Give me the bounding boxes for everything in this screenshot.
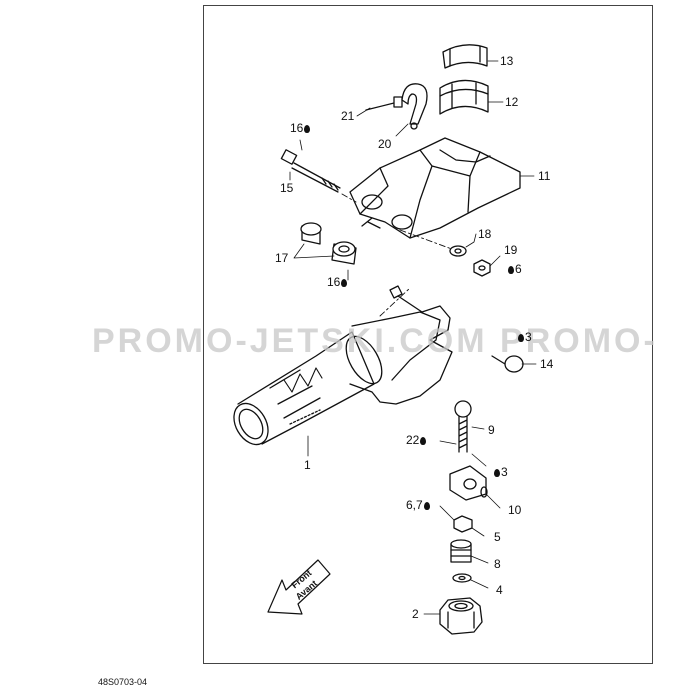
callout-17: 17	[275, 251, 289, 265]
part-11-bracket	[349, 137, 521, 239]
callout-11: 11	[538, 169, 551, 183]
callout-4: 4	[496, 583, 503, 597]
part-10-clevis	[449, 465, 488, 501]
oil-drop-icon	[508, 266, 514, 274]
callout-16-top: 16	[290, 122, 311, 134]
callout-22: 22	[406, 434, 427, 446]
callout-13: 13	[500, 54, 514, 68]
leader-lines	[289, 60, 537, 615]
document-code: 48S0703-04	[98, 677, 148, 687]
callout-3-bottom: 3	[494, 466, 508, 478]
part-20-clamp	[401, 83, 428, 130]
part-9-screw	[454, 400, 472, 453]
callout-6-top: 6	[508, 263, 522, 275]
callout-5: 5	[494, 530, 501, 544]
callout-19: 19	[504, 243, 518, 257]
part-17-bushings	[300, 222, 357, 265]
part-1-shaft-assembly	[233, 285, 453, 446]
callout-20: 20	[378, 137, 392, 151]
callout-21: 21	[341, 109, 355, 123]
part-2-knob	[439, 597, 483, 635]
part-18-washer	[449, 245, 467, 257]
part-13-bushing-half	[442, 44, 488, 69]
diagram-frame	[203, 5, 653, 664]
callout-15: 15	[280, 181, 294, 195]
oil-drop-icon	[341, 279, 348, 287]
oil-drop-icon	[420, 437, 427, 445]
part-8-sleeve	[450, 539, 472, 563]
part-12-bushing	[439, 79, 489, 115]
callout-2: 2	[412, 607, 419, 621]
part-15-bolt	[280, 149, 341, 193]
oil-drop-icon	[494, 469, 500, 477]
callout-8: 8	[494, 557, 501, 571]
callout-14: 14	[540, 357, 554, 371]
part-5-nut	[453, 515, 473, 533]
callout-6-7: 6,7	[406, 499, 430, 511]
callout-10: 10	[508, 503, 522, 517]
callout-16-bottom: 16	[327, 276, 348, 288]
oil-drop-icon	[518, 334, 524, 342]
callout-18: 18	[478, 227, 492, 241]
callout-9: 9	[488, 423, 495, 437]
part-4-washer	[452, 573, 472, 583]
watermark-text: PROMO-JETSKI.COM PROMO-	[92, 322, 658, 360]
oil-drop-icon	[304, 125, 311, 133]
callout-1: 1	[304, 458, 311, 472]
callout-3-top: 3	[518, 331, 532, 343]
oil-drop-icon	[423, 502, 430, 510]
callout-12: 12	[505, 95, 519, 109]
part-19-nut	[473, 259, 491, 277]
front-arrow-shape	[267, 559, 331, 615]
part-21-screw	[365, 96, 403, 111]
